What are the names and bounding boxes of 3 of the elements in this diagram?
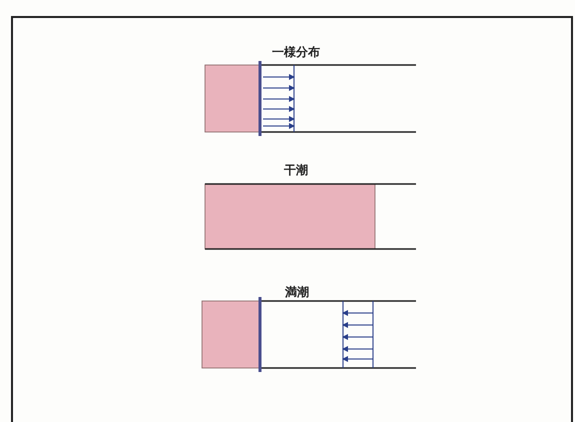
heading-label: 満潮 (285, 284, 309, 301)
heading-label: 一様分布 (272, 44, 320, 61)
heading-label: 干潮 (284, 162, 308, 179)
